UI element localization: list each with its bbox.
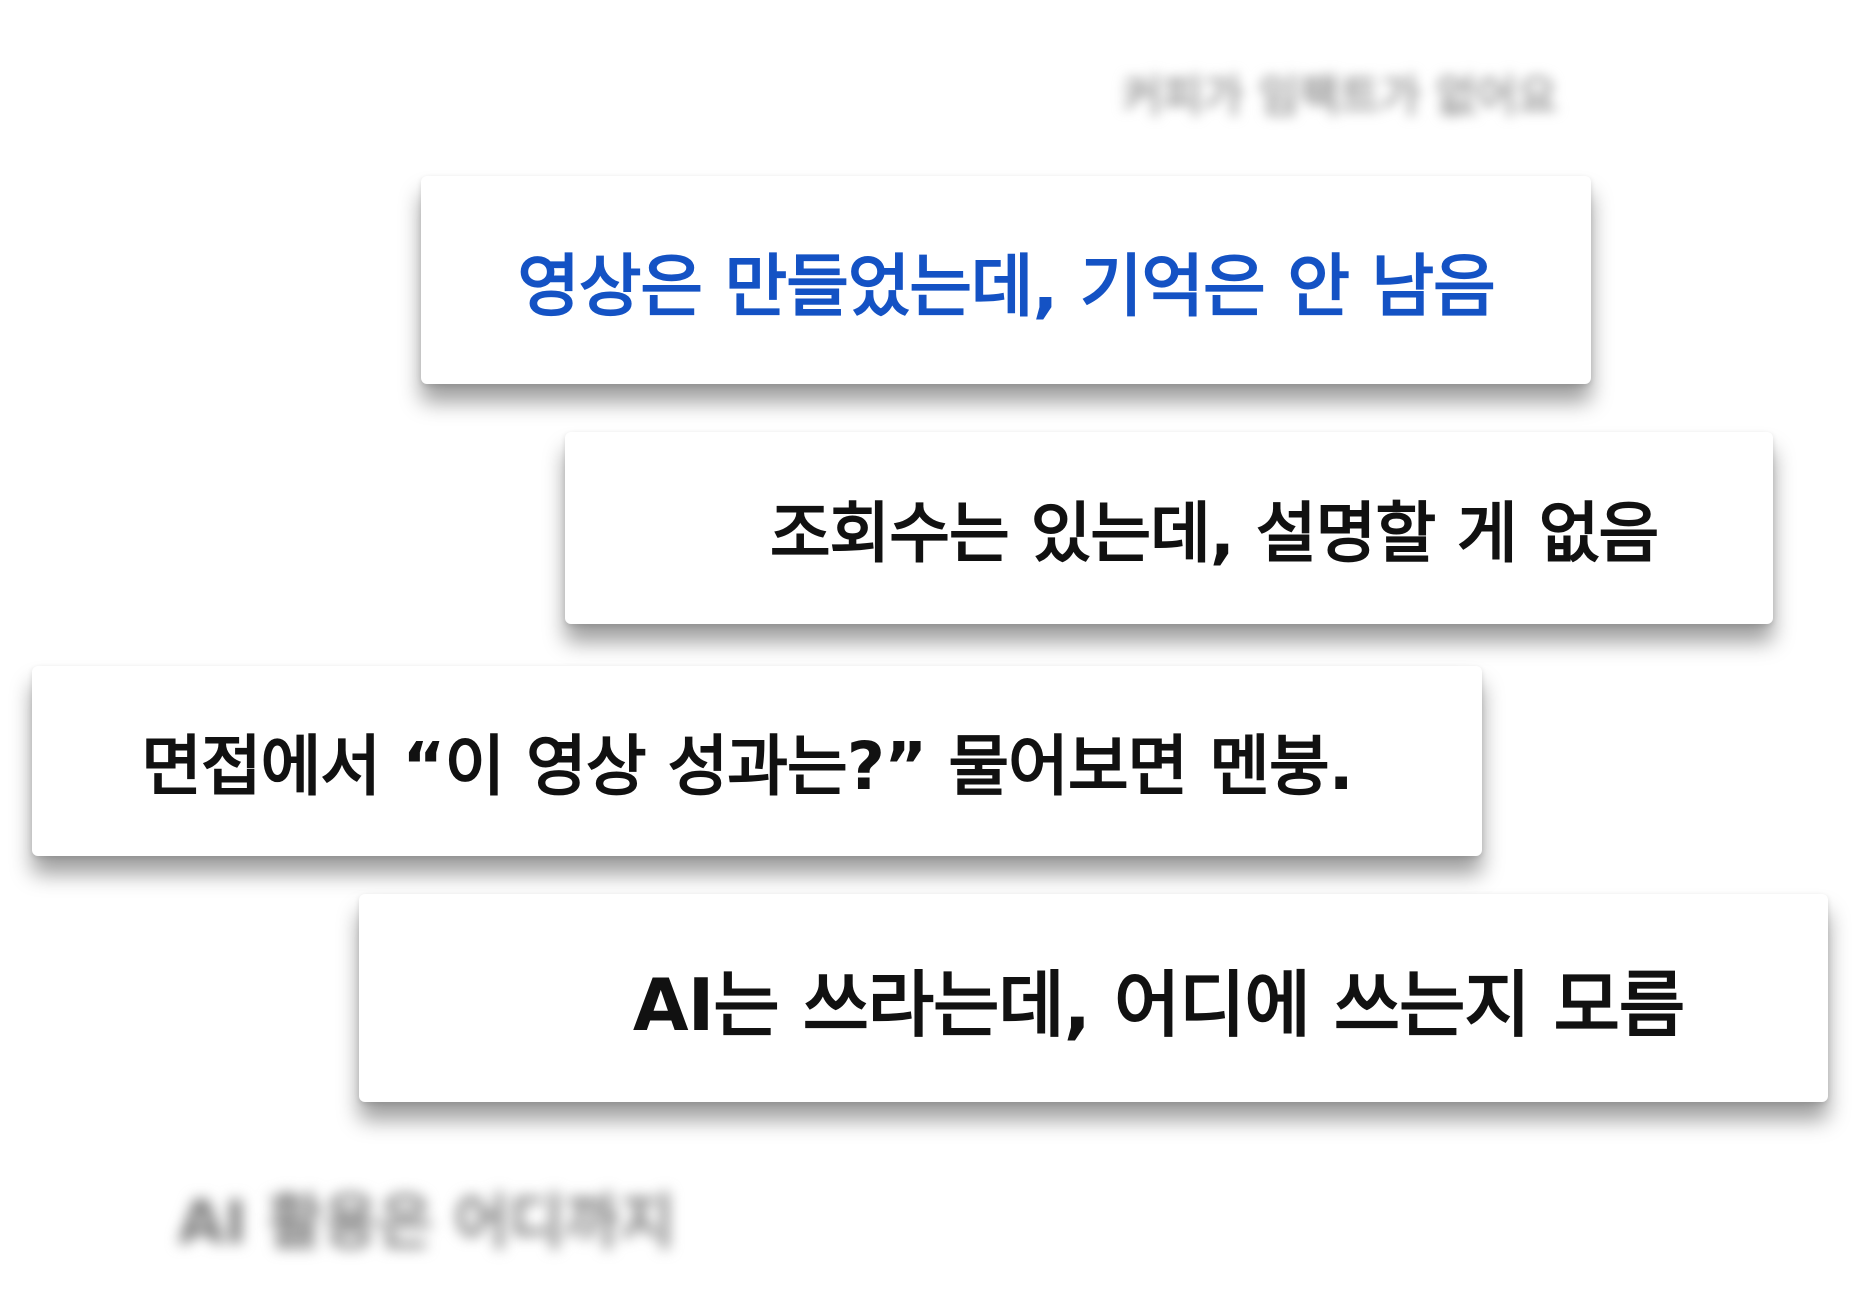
pain-point-text: 면접에서 “이 영상 성과는?” 물어보면 멘붕. [141,728,1354,805]
pain-point-card-2: 조회수는 있는데, 설명할 게 없음 [565,432,1773,624]
blurred-background-caption-top: 커피가 임팩트가 없어요 [1122,71,1558,122]
pain-point-text: 영상은 만들었는데, 기억은 안 남음 [517,247,1495,327]
pain-point-text: 조회수는 있는데, 설명할 게 없음 [769,495,1659,572]
blurred-background-caption-bottom: AI 활용은 어디까지 [178,1188,675,1258]
pain-point-text: AI는 쓰라는데, 어디에 쓰는지 모름 [632,962,1685,1047]
pain-point-card-3: 면접에서 “이 영상 성과는?” 물어보면 멘붕. [32,666,1482,856]
pain-point-card-1: 영상은 만들었는데, 기억은 안 남음 [421,176,1591,384]
pain-point-card-4: AI는 쓰라는데, 어디에 쓰는지 모름 [359,894,1828,1102]
